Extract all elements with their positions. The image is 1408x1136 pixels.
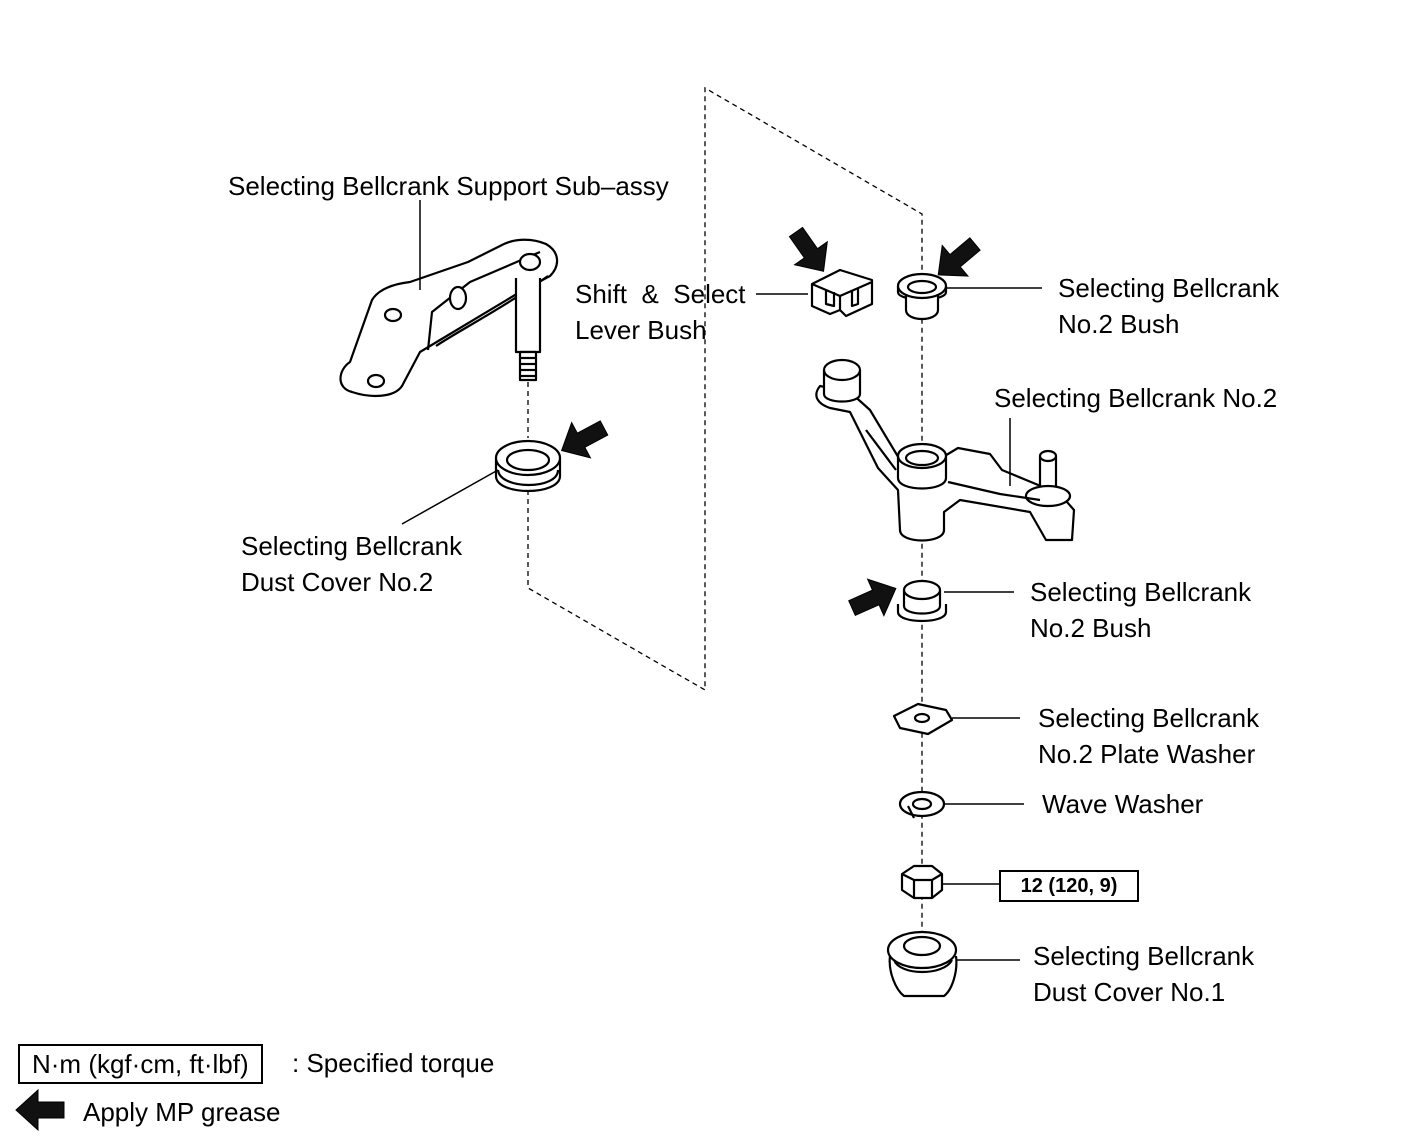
label-wave-washer: Wave Washer	[1042, 786, 1203, 822]
label-bush-top-line1: Selecting Bellcrank	[1058, 273, 1280, 303]
torque-spec-box: 12 (120, 9)	[999, 870, 1139, 902]
label-bush-top: Selecting Bellcrank No.2 Bush	[1058, 270, 1279, 342]
legend-grease-text: Apply MP grease	[83, 1097, 281, 1127]
label-support-subassy-text: Selecting Bellcrank Support Sub–assy	[228, 171, 669, 201]
bush-top-part	[896, 272, 948, 321]
label-lever-bush-line2: Lever Bush	[575, 315, 707, 345]
lever-bush-part	[810, 268, 874, 318]
legend-torque-unit-box: N·m (kgf·cm, ft·lbf)	[18, 1044, 263, 1084]
legend-torque-desc-text: : Specified torque	[292, 1048, 495, 1078]
leader-dust-cover-2	[401, 469, 499, 525]
label-lever-bush: Shift & Select Lever Bush	[575, 276, 746, 348]
bellcrank-no2-part	[815, 358, 1076, 542]
bush-bottom-part	[896, 579, 948, 622]
label-dust-cover-1: Selecting Bellcrank Dust Cover No.1	[1033, 938, 1254, 1010]
dust-cover-2-part	[494, 439, 562, 492]
label-bush-top-line2: No.2 Bush	[1058, 309, 1180, 339]
legend-torque-unit: N·m (kgf·cm, ft·lbf)	[32, 1049, 249, 1079]
legend-torque-desc: : Specified torque	[292, 1045, 494, 1081]
label-dust-cover-2-line1: Selecting Bellcrank	[241, 531, 463, 561]
label-lever-bush-line1: Shift & Select	[575, 279, 746, 309]
label-plate-washer-line2: No.2 Plate Washer	[1038, 739, 1256, 769]
dashed-plane-outline	[527, 86, 923, 965]
grease-arrow-bush-bottom	[843, 569, 905, 627]
grease-arrow-dust-cover-2	[551, 409, 614, 469]
legend-grease-arrow	[15, 1089, 65, 1131]
label-bellcrank-no2-text: Selecting Bellcrank No.2	[994, 383, 1278, 413]
legend-grease: Apply MP grease	[83, 1094, 281, 1130]
label-bush-bottom-line2: No.2 Bush	[1030, 613, 1152, 643]
label-dust-cover-2: Selecting Bellcrank Dust Cover No.2	[241, 528, 462, 600]
label-dust-cover-1-line2: Dust Cover No.1	[1033, 977, 1226, 1007]
label-plate-washer: Selecting Bellcrank No.2 Plate Washer	[1038, 700, 1259, 772]
wave-washer-part	[898, 790, 946, 819]
label-dust-cover-1-line1: Selecting Bellcrank	[1033, 941, 1255, 971]
dust-cover-1-part	[886, 930, 958, 998]
label-wave-washer-text: Wave Washer	[1042, 789, 1204, 819]
label-support-subassy: Selecting Bellcrank Support Sub–assy	[228, 168, 669, 204]
torque-spec-value: 12 (120, 9)	[1020, 875, 1118, 897]
support-subassy-part	[339, 238, 559, 398]
nut-part	[900, 864, 944, 900]
plate-washer-part	[892, 702, 954, 736]
label-bellcrank-no2: Selecting Bellcrank No.2	[994, 380, 1277, 416]
label-bush-bottom: Selecting Bellcrank No.2 Bush	[1030, 574, 1251, 646]
label-bush-bottom-line1: Selecting Bellcrank	[1030, 577, 1252, 607]
label-plate-washer-line1: Selecting Bellcrank	[1038, 703, 1260, 733]
label-dust-cover-2-line2: Dust Cover No.2	[241, 567, 434, 597]
